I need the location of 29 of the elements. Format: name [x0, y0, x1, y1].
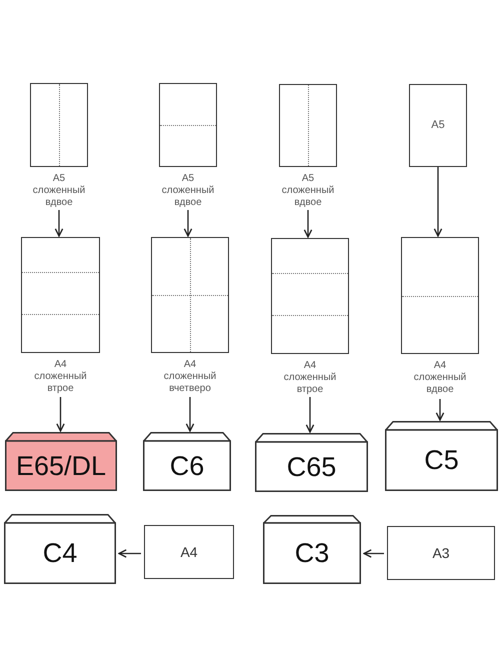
sheet-size-label: A3 — [432, 544, 450, 562]
envelope-size-label: C6 — [170, 452, 204, 480]
envelope-size-label: C3 — [294, 540, 330, 567]
sheet-label: A4 сложенный втрое — [33, 359, 88, 395]
arrow — [436, 399, 444, 421]
sheet-label: A5 сложенный вдвое — [280, 173, 336, 209]
arrow — [304, 210, 312, 238]
envelope-size-label: E65/DL — [16, 452, 106, 480]
envelope-size-label: C5 — [424, 447, 459, 474]
arrow — [184, 210, 192, 237]
arrow — [54, 210, 64, 237]
arrow — [118, 549, 141, 558]
sheet-label: A4 сложенный втрое — [282, 360, 338, 396]
sheet-label: A4 сложенный вчетверо — [162, 359, 218, 395]
sheet-label: A5 сложенный вдвое — [160, 173, 216, 209]
arrow — [186, 397, 194, 432]
arrow — [363, 549, 384, 558]
sheet-label: A4 сложенный вдвое — [412, 360, 468, 396]
arrow — [434, 167, 442, 237]
sheet-size-label: A4 — [180, 542, 198, 562]
sheet-size-label: A5 — [431, 118, 445, 133]
paper-sheet — [387, 526, 495, 580]
paper-sheet — [144, 525, 234, 579]
arrow — [56, 397, 65, 432]
envelope-size-label: C65 — [286, 454, 336, 480]
envelope-size-label: C4 — [42, 540, 78, 567]
paper-sheet — [409, 84, 467, 167]
arrow — [306, 397, 314, 433]
sheet-label: A5 сложенный вдвое — [32, 173, 86, 209]
